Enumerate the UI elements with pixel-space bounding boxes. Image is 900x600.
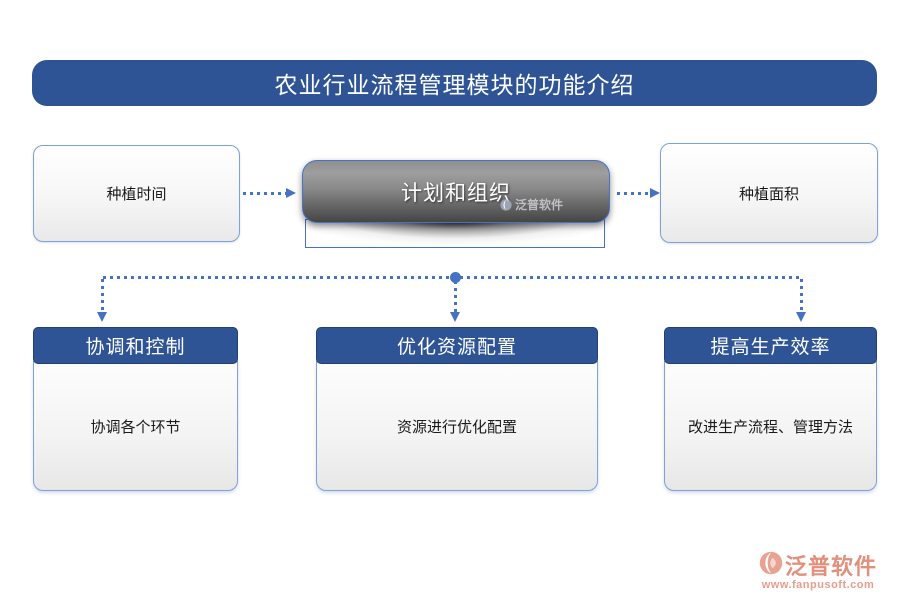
- node-improve-efficiency-title: 提高生产效率: [710, 337, 831, 358]
- node-coordination-control-body: 协调各个环节: [33, 361, 238, 491]
- brand-logo: 泛普软件 www.fanpusoft.com: [748, 549, 888, 591]
- node-improve-efficiency: 提高生产效率 改进生产流程、管理方法: [664, 327, 877, 491]
- node-coordination-control-title: 协调和控制: [85, 337, 186, 358]
- connector-left-to-center: [243, 192, 287, 195]
- node-plan-and-organize-label: 计划和组织: [401, 180, 511, 205]
- arrowhead-drop-right: [796, 312, 806, 322]
- node-improve-efficiency-text: 改进生产流程、管理方法: [687, 419, 853, 436]
- connector-drop-right: [800, 279, 803, 313]
- connector-drop-center: [454, 281, 457, 313]
- connector-junction-dot: [450, 272, 461, 283]
- brand-logo-icon: [759, 551, 783, 580]
- arrowhead-drop-left: [97, 312, 107, 322]
- watermark: 泛普软件: [500, 196, 563, 213]
- node-coordination-control-header: 协调和控制: [33, 327, 238, 364]
- brand-name: 泛普软件: [784, 554, 877, 579]
- watermark-logo-icon: [500, 198, 512, 211]
- node-planting-time-label: 种植时间: [106, 187, 167, 203]
- diagram-title-text: 农业行业流程管理模块的功能介绍: [274, 73, 635, 98]
- node-coordination-control-text: 协调各个环节: [90, 419, 181, 436]
- node-optimize-resources-title: 优化资源配置: [396, 337, 517, 358]
- center-node-reflection: [305, 219, 605, 248]
- node-coordination-control: 协调和控制 协调各个环节: [33, 327, 238, 491]
- diagram-title: 农业行业流程管理模块的功能介绍: [32, 60, 877, 106]
- arrowhead-drop-center: [450, 312, 460, 322]
- node-optimize-resources-header: 优化资源配置: [316, 327, 598, 364]
- node-optimize-resources: 优化资源配置 资源进行优化配置: [316, 327, 598, 491]
- node-optimize-resources-body: 资源进行优化配置: [316, 361, 598, 491]
- arrowhead-left-to-center: [286, 188, 296, 198]
- node-planting-time: 种植时间: [33, 145, 240, 242]
- node-planting-area: 种植面积: [660, 143, 878, 243]
- node-improve-efficiency-body: 改进生产流程、管理方法: [664, 361, 877, 491]
- node-plan-and-organize: 计划和组织: [302, 160, 610, 223]
- connector-center-to-right: [617, 192, 654, 195]
- connector-drop-left: [101, 279, 104, 313]
- watermark-text: 泛普软件: [515, 198, 564, 212]
- arrowhead-center-to-right: [650, 188, 660, 198]
- brand-url: www.fanpusoft.com: [761, 579, 875, 591]
- node-planting-area-label: 种植面积: [738, 186, 799, 203]
- node-improve-efficiency-header: 提高生产效率: [664, 327, 877, 364]
- node-optimize-resources-text: 资源进行优化配置: [396, 419, 517, 436]
